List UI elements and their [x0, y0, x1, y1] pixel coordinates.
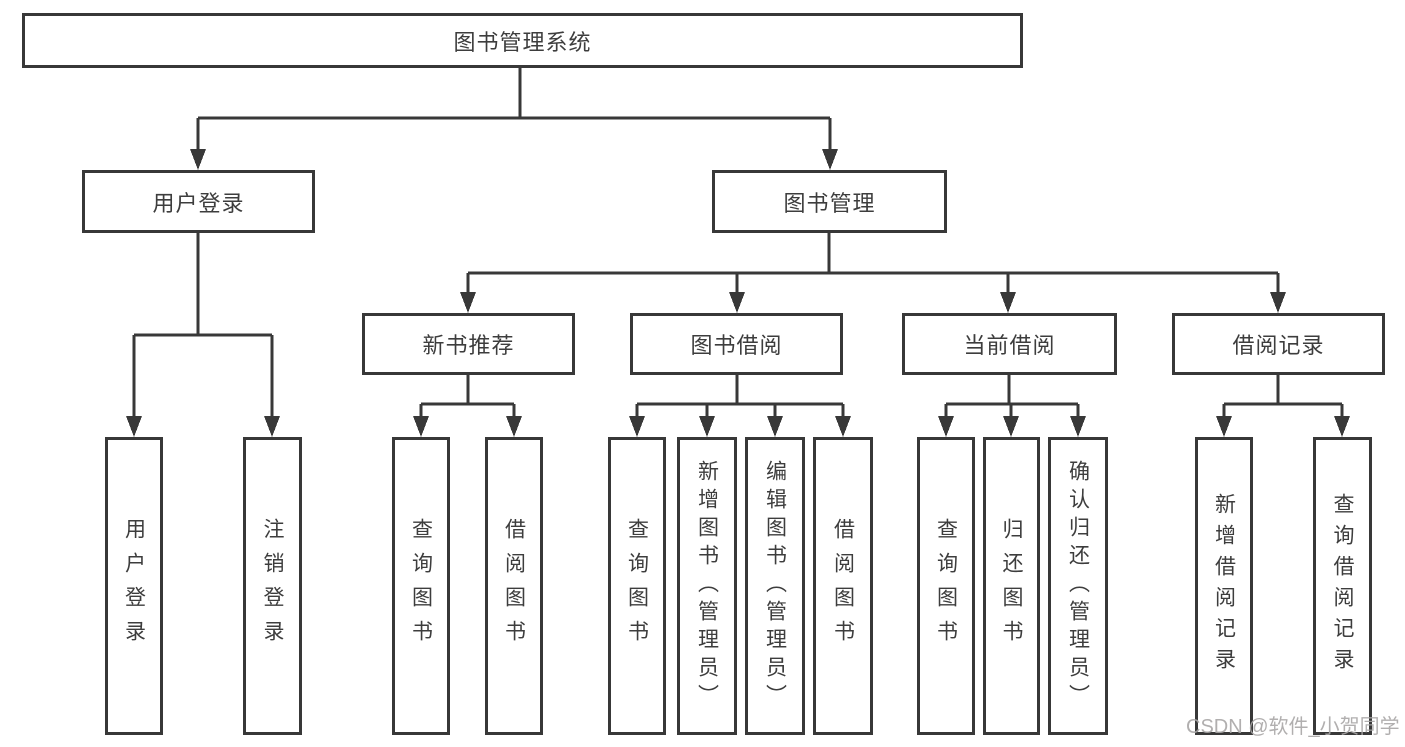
connector-user-login	[132, 233, 274, 418]
node-nb-query-books-label: 查询图书	[409, 518, 433, 654]
node-cb-return-books-label: 归还图书	[1000, 518, 1023, 654]
arrowhead	[190, 149, 206, 170]
node-new-books: 新书推荐	[362, 313, 575, 375]
node-new-books-label: 新书推荐	[422, 333, 515, 358]
arrowhead	[835, 416, 851, 437]
arrowhead	[729, 292, 745, 313]
arrowhead	[264, 416, 280, 437]
node-cb-return-books: 归还图书	[983, 437, 1040, 735]
node-borrow-records-label: 借阅记录	[1232, 333, 1325, 358]
node-borrow-records: 借阅记录	[1172, 313, 1385, 375]
node-bb-add-books-admin: 新增图书（管理员）	[677, 437, 737, 735]
arrowhead	[1070, 416, 1086, 437]
node-cb-confirm-return-admin: 确认归还（管理员）	[1048, 437, 1108, 735]
node-book-mgmt-label: 图书管理	[783, 190, 876, 216]
node-br-add-record: 新增借阅记录	[1195, 437, 1253, 735]
node-br-query-record-label: 查询借阅记录	[1331, 493, 1354, 679]
node-leaf-logout: 注销登录	[243, 437, 302, 735]
connector-new-books	[419, 375, 516, 418]
csdn-watermark: CSDN @软件_小贺同学	[1186, 716, 1400, 738]
arrowhead	[938, 416, 954, 437]
arrowhead	[1216, 416, 1232, 437]
node-book-borrow-label: 图书借阅	[690, 333, 783, 358]
node-bb-edit-books-admin-label: 编辑图书（管理员）	[763, 460, 787, 712]
node-br-add-record-label: 新增借阅记录	[1212, 493, 1236, 679]
arrowhead	[629, 416, 645, 437]
arrowhead	[460, 292, 476, 313]
arrowhead	[1000, 292, 1016, 313]
node-nb-borrow-books: 借阅图书	[485, 437, 543, 735]
node-user-login: 用户登录	[82, 170, 315, 233]
arrowhead	[699, 416, 715, 437]
node-current-borrow-label: 当前借阅	[963, 333, 1056, 358]
node-bb-borrow-books: 借阅图书	[813, 437, 873, 735]
node-current-borrow: 当前借阅	[902, 313, 1117, 375]
connector-current-borrow	[944, 375, 1080, 418]
node-bb-borrow-books-label: 借阅图书	[831, 518, 855, 654]
node-user-login-label: 用户登录	[152, 190, 245, 216]
node-book-borrow: 图书借阅	[630, 313, 843, 375]
node-leaf-logout-label: 注销登录	[261, 518, 284, 654]
node-book-mgmt: 图书管理	[712, 170, 947, 233]
arrowhead	[822, 149, 838, 170]
connector-root	[196, 68, 832, 150]
node-bb-query-books-label: 查询图书	[625, 518, 649, 654]
node-nb-query-books: 查询图书	[392, 437, 450, 735]
arrowhead	[413, 416, 429, 437]
connector-book-borrow	[635, 375, 845, 418]
node-bb-query-books: 查询图书	[608, 437, 666, 735]
arrowhead	[126, 416, 142, 437]
node-bb-edit-books-admin: 编辑图书（管理员）	[745, 437, 805, 735]
node-cb-query-books: 查询图书	[917, 437, 975, 735]
node-library-system: 图书管理系统	[22, 13, 1023, 68]
arrowhead	[1334, 416, 1350, 437]
node-bb-add-books-admin-label: 新增图书（管理员）	[695, 460, 719, 712]
node-cb-query-books-label: 查询图书	[934, 518, 958, 654]
node-leaf-user-login-label: 用户登录	[122, 518, 146, 654]
arrowhead	[1003, 416, 1019, 437]
node-br-query-record: 查询借阅记录	[1313, 437, 1372, 735]
connector-book-mgmt	[466, 233, 1280, 294]
arrowhead	[1270, 292, 1286, 313]
node-nb-borrow-books-label: 借阅图书	[502, 518, 526, 654]
node-cb-confirm-return-admin-label: 确认归还（管理员）	[1066, 460, 1090, 712]
connector-borrow-records	[1222, 375, 1344, 418]
node-library-system-label: 图书管理系统	[453, 29, 592, 55]
arrowhead	[767, 416, 783, 437]
arrowhead	[506, 416, 522, 437]
node-leaf-user-login: 用户登录	[105, 437, 163, 735]
